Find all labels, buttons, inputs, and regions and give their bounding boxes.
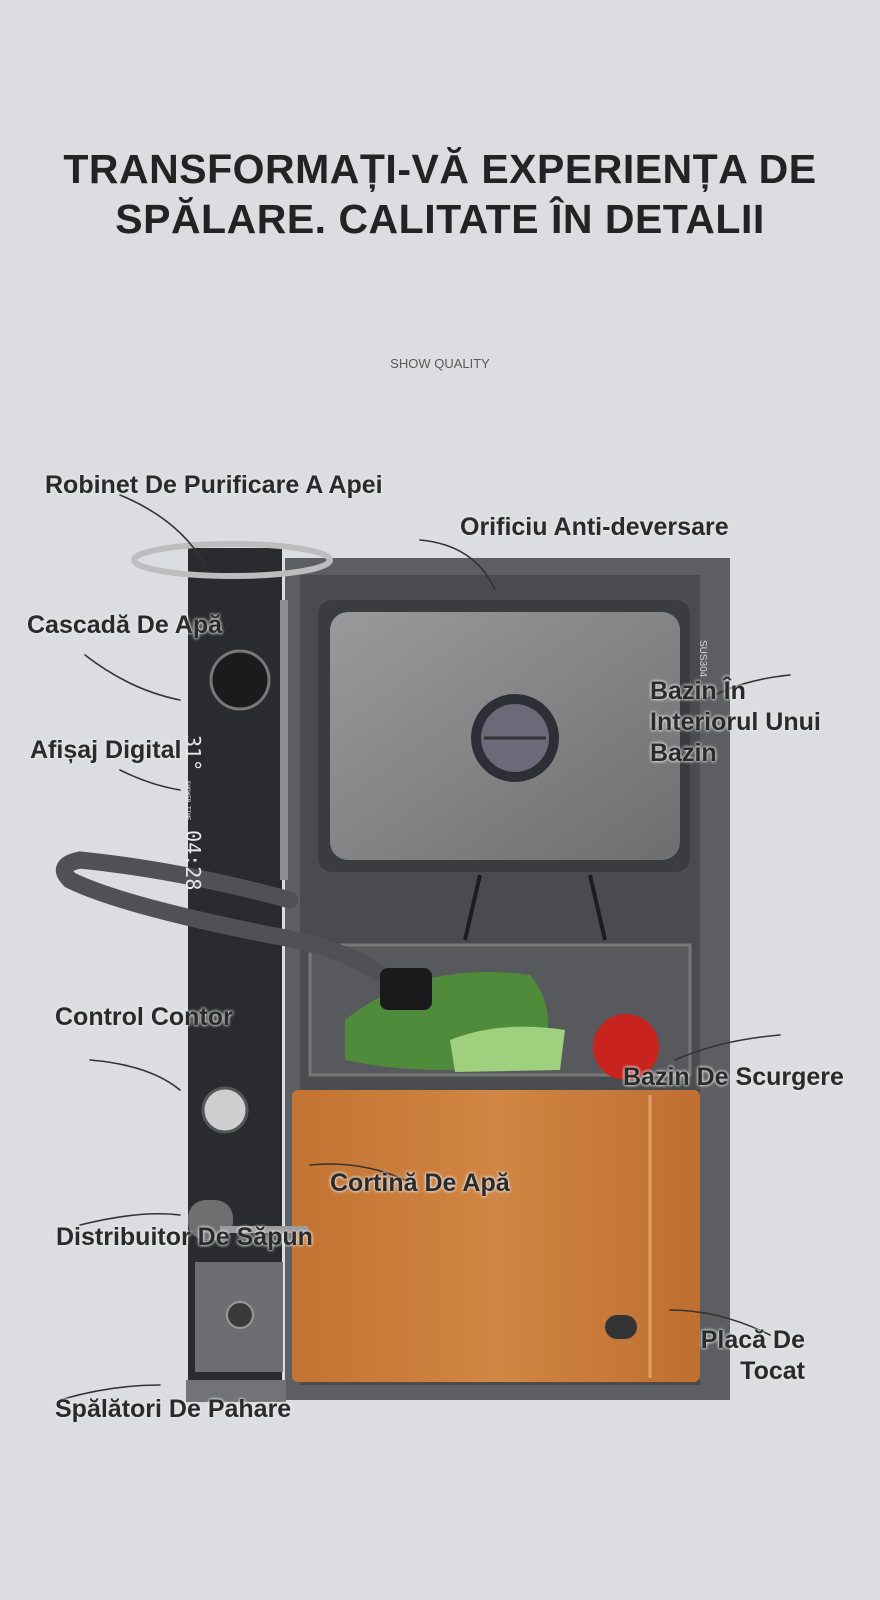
label-water-curtain: Cortină De Apă — [330, 1169, 510, 1197]
label-line: Tocat — [740, 1357, 805, 1385]
label-line: Placă De — [700, 1326, 805, 1354]
cutting-board — [292, 1090, 700, 1382]
label-line: Bazin În — [650, 677, 746, 705]
label-drain-basket: Bazin De Scurgere — [623, 1063, 844, 1091]
label-line: Interiorul Unui — [650, 708, 821, 736]
digital-display: 31° SHOWER TIME 04:28 — [181, 735, 205, 890]
pull-out-faucet — [56, 851, 409, 999]
headline-line-2: SPĂLARE. CALITATE ÎN DETALII — [115, 196, 765, 242]
label-waterfall: Cascadă De Apă — [27, 611, 222, 639]
label-counter-control: Control Contor — [55, 1003, 233, 1031]
label-line: Bazin — [650, 739, 717, 767]
label-digital-display: Afișaj Digital — [30, 736, 182, 764]
label-basin-in-basin: Bazin În Interiorul Unui Bazin — [650, 676, 821, 769]
display-temperature: 31° — [181, 735, 205, 772]
tomato — [593, 1014, 659, 1080]
label-purifying-faucet: Robinet De Purificare A Apei — [45, 471, 383, 499]
label-soap-dispenser: Distribuitor De Săpun — [56, 1223, 313, 1251]
display-caption: SHOWER TIME — [184, 780, 191, 821]
counter-knob — [201, 1086, 249, 1134]
label-overflow: Orificiu Anti-deversare — [460, 513, 729, 541]
callout-arrows — [59, 494, 791, 1401]
material-mark: SUS304 — [697, 640, 708, 678]
label-cutting-board: Placă De Tocat — [690, 1325, 805, 1387]
headline-line-1: TRANSFORMAȚI-VĂ EXPERIENȚA DE — [63, 146, 817, 192]
label-glass-rinser: Spălători De Pahare — [55, 1395, 292, 1423]
display-time: 04:28 — [181, 830, 205, 891]
waterfall-knob — [209, 649, 271, 711]
subtitle: SHOW QUALITY — [390, 356, 490, 371]
purifying-faucet — [131, 541, 333, 579]
